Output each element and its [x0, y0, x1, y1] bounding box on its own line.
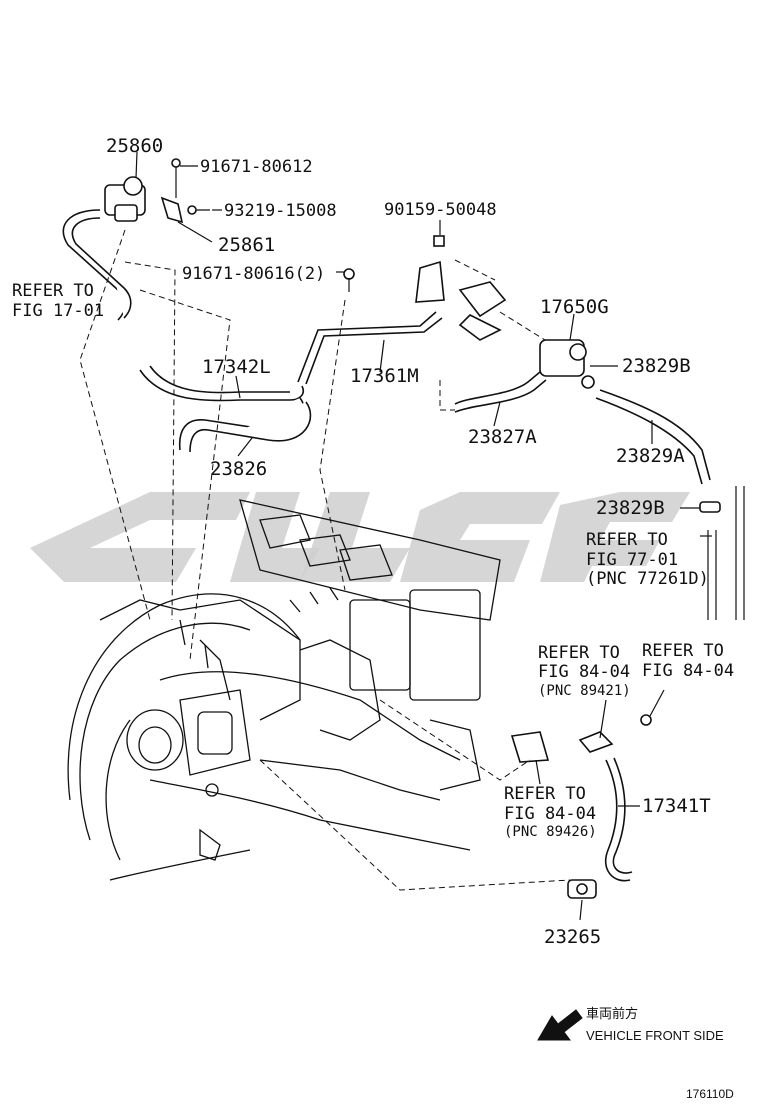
callout-23826: 23826 — [210, 458, 267, 480]
callout-labels: 25860 91671-80612 93219-15008 25861 9015… — [106, 135, 711, 948]
callout-90159-50048: 90159-50048 — [384, 200, 497, 220]
reference-notes: REFER TO FIG 17-01 REFER TO FIG 77-01 (P… — [12, 281, 734, 840]
part-17650G — [539, 339, 587, 377]
ref-fig84-04a-line1: REFER TO — [538, 643, 620, 663]
ref-fig84-04a-pnc: (PNC 89421) — [538, 683, 631, 699]
ref-fig17-01-line2: FIG 17-01 — [12, 301, 104, 321]
part-23265 — [567, 879, 597, 899]
callout-17341T: 17341T — [642, 795, 711, 817]
hoses-and-parts — [62, 158, 745, 899]
ref-fig84-04b-line2: FIG 84-04 — [642, 661, 734, 681]
ref-fig84-04c-line1: REFER TO — [504, 784, 586, 804]
front-direction-arrow-icon — [537, 1009, 583, 1041]
part-25860-vsv — [104, 176, 146, 222]
ref-fig84-04a-line2: FIG 84-04 — [538, 662, 630, 682]
watermark-logo — [30, 492, 690, 582]
bolt-91671-80612 — [171, 158, 181, 198]
callout-25860: 25860 — [106, 135, 163, 157]
figure-id: 176110D — [686, 1087, 734, 1101]
callout-17342L: 17342L — [202, 356, 271, 378]
vehicle-front-japanese: 車両前方 — [586, 1006, 638, 1021]
callout-23265: 23265 — [544, 926, 601, 948]
callout-91671-80616: 91671-80616(2) — [182, 264, 325, 284]
ref-fig77-01-line1: REFER TO — [586, 530, 668, 550]
ref-fig17-01-line1: REFER TO — [12, 281, 94, 301]
callout-23829A: 23829A — [616, 445, 685, 467]
ref-fig84-04c-pnc: (PNC 89426) — [504, 824, 597, 840]
ref-fig84-04b-line1: REFER TO — [642, 641, 724, 661]
ref-fig77-01-pnc: (PNC 77261D) — [586, 569, 709, 589]
callout-23829B-lower: 23829B — [596, 497, 665, 519]
callout-17361M: 17361M — [350, 365, 419, 387]
callout-25861: 25861 — [218, 234, 275, 256]
callout-23827A: 23827A — [468, 426, 537, 448]
vehicle-front-indicator: 車両前方 VEHICLE FRONT SIDE — [537, 1006, 724, 1043]
dashed-leader-lines — [79, 229, 571, 891]
callout-93219-15008: 93219-15008 — [224, 201, 337, 221]
ref-fig77-01-line2: FIG 77-01 — [586, 550, 678, 570]
callout-17650G: 17650G — [540, 296, 609, 318]
engine-block-illustration — [67, 499, 501, 881]
vehicle-front-english: VEHICLE FRONT SIDE — [586, 1028, 724, 1043]
leader-lines — [135, 151, 712, 921]
ref-fig84-04c-line2: FIG 84-04 — [504, 804, 596, 824]
bolt-93219-15008 — [187, 205, 210, 215]
callout-23829B-upper: 23829B — [622, 355, 691, 377]
callout-91671-80612: 91671-80612 — [200, 157, 313, 177]
